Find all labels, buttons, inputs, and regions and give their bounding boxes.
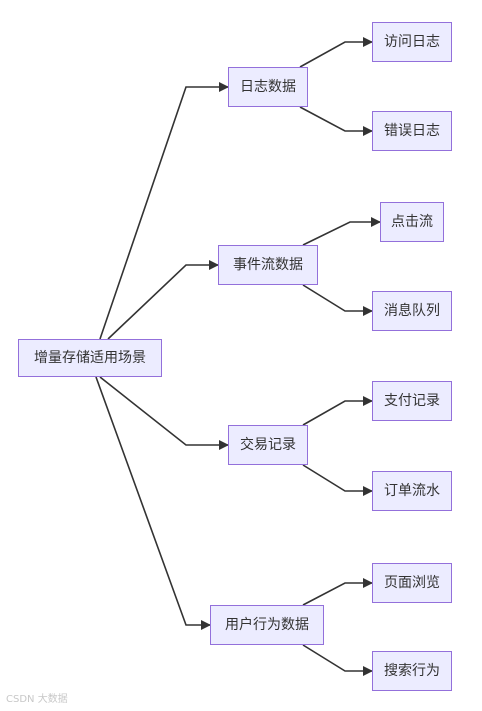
- branch-node-event-stream: 事件流数据: [218, 245, 318, 285]
- edge-log-data-to-access-log: [299, 37, 373, 68]
- leaf-node-search-behavior: 搜索行为: [372, 651, 452, 691]
- branch-node-transaction-records: 交易记录: [228, 425, 308, 465]
- edge-root-to-log-data: [99, 82, 229, 340]
- edge-root-to-event-stream: [107, 260, 219, 340]
- leaf-node-page-view: 页面浏览: [372, 563, 452, 603]
- branch-node-user-behavior: 用户行为数据: [210, 605, 324, 645]
- edge-event-stream-to-click-stream: [302, 217, 381, 246]
- watermark: CSDN 大数据: [6, 694, 68, 705]
- edge-user-behavior-to-page-view: [302, 578, 373, 606]
- edge-root-to-user-behavior: [95, 376, 211, 630]
- leaf-node-message-queue: 消息队列: [372, 291, 452, 331]
- edges: [95, 37, 381, 676]
- root-node: 增量存储适用场景: [18, 339, 162, 377]
- leaf-node-order-flow: 订单流水: [372, 471, 452, 511]
- edge-user-behavior-to-search: [302, 644, 373, 676]
- leaf-node-click-stream: 点击流: [380, 202, 444, 242]
- leaf-node-access-log: 访问日志: [372, 22, 452, 62]
- leaf-node-error-log: 错误日志: [372, 111, 452, 151]
- edge-event-stream-to-message-queue: [302, 284, 373, 316]
- leaf-node-payment-records: 支付记录: [372, 381, 452, 421]
- edge-transaction-to-payment: [302, 396, 373, 426]
- edge-log-data-to-error-log: [299, 106, 373, 136]
- edge-transaction-to-order-flow: [302, 464, 373, 496]
- edge-root-to-transaction-records: [99, 376, 229, 450]
- branch-node-log-data: 日志数据: [228, 67, 308, 107]
